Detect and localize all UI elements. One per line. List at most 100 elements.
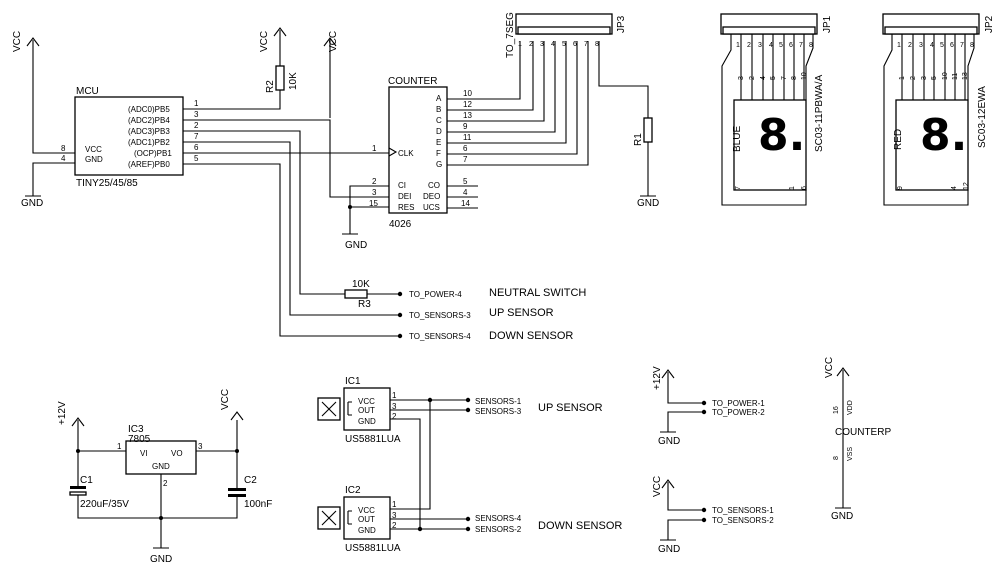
jp2-pin: 6 xyxy=(950,42,954,49)
net-label: TO_POWER-4 xyxy=(409,290,462,299)
counter-part: 4026 xyxy=(389,219,412,230)
vcc-label: VCC xyxy=(259,31,270,52)
red-led-pin: 10 xyxy=(942,72,949,80)
blue-led-pin: 5 xyxy=(770,76,777,80)
jp1-pin: 8 xyxy=(809,42,813,49)
mcu-pin-num: 6 xyxy=(194,143,199,152)
mcu-pin-name: (OCP)PB1 xyxy=(134,149,172,158)
counter-out-name: A xyxy=(436,94,442,103)
counterp-vss: VSS xyxy=(847,447,854,461)
power-connector: +12V GND TO_POWER-1 TO_POWER-2 xyxy=(652,366,765,447)
red-bottom-pin: 12 xyxy=(963,182,970,190)
counter-pin-name: DEO xyxy=(423,192,440,201)
counter-out-num: 11 xyxy=(463,133,472,142)
counter-out-name: D xyxy=(436,127,442,136)
counter-out-name: C xyxy=(436,116,442,125)
r2-name: R2 xyxy=(265,80,276,93)
segment-bus: R1 GND xyxy=(447,41,659,209)
counter-body xyxy=(388,86,448,214)
counter-pin-name: CO xyxy=(428,181,440,190)
counterp-vdd: VDD xyxy=(847,400,854,415)
red-led-pin: 1 xyxy=(899,76,906,80)
jp2-pin: 5 xyxy=(940,42,944,49)
counterp-name: COUNTERP xyxy=(835,427,891,438)
ic1-part: US5881LUA xyxy=(345,434,401,445)
v12-label: +12V xyxy=(57,401,68,425)
vcc-label: VCC xyxy=(824,357,835,378)
ic2-pin-name: VCC xyxy=(358,506,375,515)
v12-label: +12V xyxy=(652,366,663,390)
ic3-vi: VI xyxy=(140,449,148,458)
counter-clk: CLK xyxy=(398,149,414,158)
counter-out-name: E xyxy=(436,138,441,147)
sensor-wires xyxy=(390,397,471,532)
gnd-label: GND xyxy=(345,240,367,251)
counter-out-num: 7 xyxy=(463,155,468,164)
jp1-pin: 4 xyxy=(769,42,773,49)
counter-pin-name: DEI xyxy=(398,192,411,201)
ic3-vo: VO xyxy=(171,449,183,458)
blue-color: BLUE xyxy=(732,126,743,152)
c1-name: C1 xyxy=(80,475,93,486)
vcc-label: VCC xyxy=(220,389,231,410)
blue-led-pin: 2 xyxy=(749,76,756,80)
mcu-pin-num: 3 xyxy=(194,110,199,119)
jp3-pin: 3 xyxy=(540,41,544,48)
blue-led-pin: 8 xyxy=(791,76,798,80)
regulator-ic3: +12V IC3 7805 VI VO GND 1 3 2 VCC GND C1… xyxy=(57,389,272,565)
net-label: TO_POWER-1 xyxy=(712,399,765,408)
jp1-pin: 3 xyxy=(758,42,762,49)
mcu-pin-num: 4 xyxy=(61,154,66,163)
up-sensor-label: UP SENSOR xyxy=(489,307,554,319)
jp2-pin: 4 xyxy=(930,42,934,49)
red-led-pin: 5 xyxy=(931,76,938,80)
ic2-pin-num: 1 xyxy=(392,500,397,509)
counter-left-wires: VCC GND xyxy=(323,31,389,251)
mcu-pin-name: GND xyxy=(85,155,103,164)
r2-value: 10K xyxy=(288,72,299,90)
blue-bottom-pin: 1 xyxy=(789,186,796,190)
counter-pin-num: 2 xyxy=(372,177,377,186)
gnd-label: GND xyxy=(637,198,659,209)
r1-name: R1 xyxy=(633,133,644,146)
mcu-pin-name: (ADC1)PB2 xyxy=(128,138,170,147)
red-led-pin: 13 xyxy=(962,72,969,80)
sensor-ic2: IC2 US5881LUA VCC OUT GND 1 3 2 SENSORS-… xyxy=(317,485,622,554)
mcu-pin-name: (ADC0)PB5 xyxy=(128,105,170,114)
ic2-pin-num: 3 xyxy=(392,511,397,520)
down-sensor-label: DOWN SENSOR xyxy=(489,330,573,342)
ic1-pin-name: GND xyxy=(358,417,376,426)
ic3-gnd: GND xyxy=(152,462,170,471)
jp3-pin: 1 xyxy=(518,41,522,48)
blue-led-pin: 7 xyxy=(781,76,788,80)
vcc-label: VCC xyxy=(12,31,23,52)
counter-out-num: 12 xyxy=(463,100,472,109)
mcu-power-wires: VCC GND xyxy=(12,31,75,209)
counter-out-num: 10 xyxy=(463,89,472,98)
vcc-label: VCC xyxy=(328,31,339,52)
counter-out-name: G xyxy=(436,160,442,169)
red-bottom-pin: 4 xyxy=(951,186,958,190)
mcu-pin-num: 1 xyxy=(194,99,199,108)
ic1-pin-name: VCC xyxy=(358,397,375,406)
net-label: SENSORS-4 xyxy=(475,514,522,523)
counter-out-num: 13 xyxy=(463,111,472,120)
r3-name: R3 xyxy=(358,299,371,310)
jp3-pin: 6 xyxy=(573,41,577,48)
jp1-pin: 6 xyxy=(789,42,793,49)
jp1-pin: 2 xyxy=(747,42,751,49)
mcu-pin-name: VCC xyxy=(85,145,102,154)
blue-digit: 8. xyxy=(758,110,805,161)
counter-out-name: F xyxy=(436,149,441,158)
ic3-name: IC3 xyxy=(128,424,144,435)
r3-value: 10K xyxy=(352,279,370,290)
jp1-wires xyxy=(721,34,814,206)
jp2-pin: 2 xyxy=(908,42,912,49)
mcu-body xyxy=(74,96,184,176)
mcu-pin-name: (ADC3)PB3 xyxy=(128,127,170,136)
mcu-pin-name: (AREF)PB0 xyxy=(128,160,170,169)
net-label: TO_SENSORS-2 xyxy=(712,516,774,525)
counterp-pin: 16 xyxy=(833,406,840,414)
red-display: 8. RED SC03-12EWA 1 2 3 5 10 11 13 9 4 1… xyxy=(893,72,988,191)
